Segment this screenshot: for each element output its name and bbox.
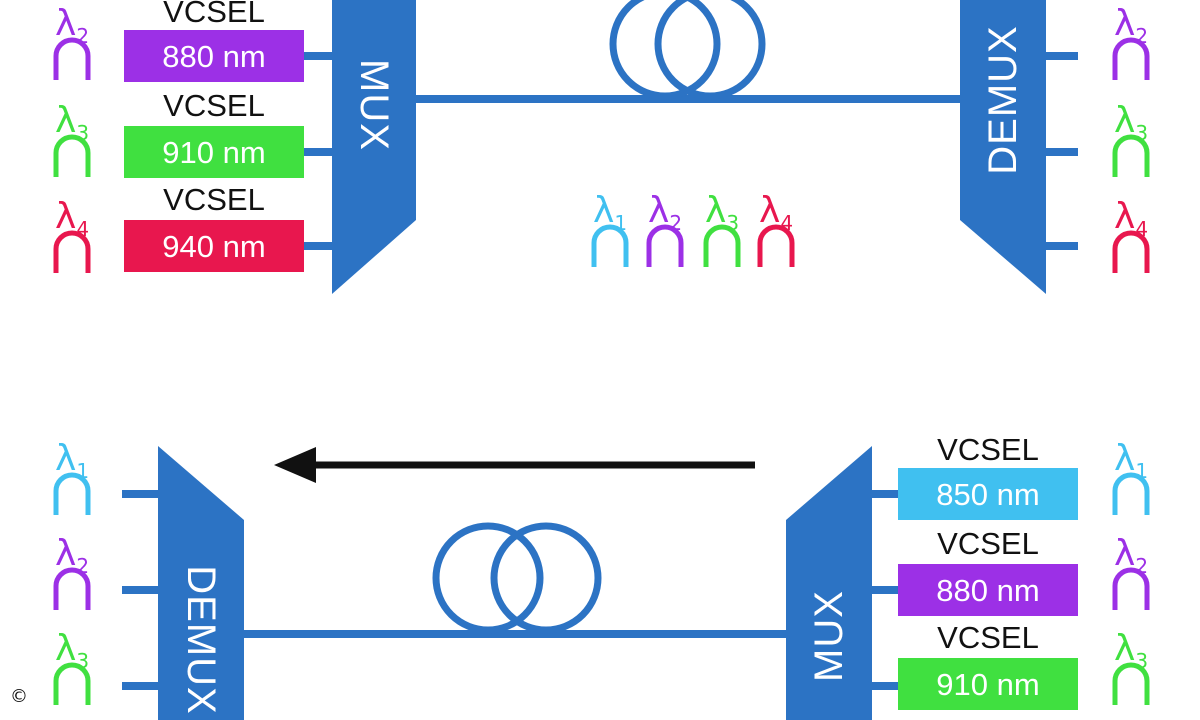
bottom-vcsel-2-box	[898, 564, 1078, 616]
bottom-right-ch3-lambda: λ3	[1114, 628, 1148, 673]
top-vcsel-3-box	[124, 126, 304, 178]
bottom-right-ch1-spectrum-icon	[1112, 472, 1150, 515]
top-right-ch3-spectrum-icon	[1112, 134, 1150, 177]
bottom-left-ch3-spectrum-icon	[53, 662, 91, 705]
top-right-ch3-lambda: λ3	[1114, 100, 1148, 145]
fiber-lines	[122, 52, 1078, 690]
bottom-demux	[158, 446, 244, 720]
top-vcsel-3-label: VCSEL	[163, 88, 265, 123]
top-fiber-coil-loop-b	[654, 0, 766, 100]
top-vcsel-3-wavelength: 910 nm	[162, 135, 265, 170]
top-demux-label: DEMUX	[981, 25, 1025, 174]
top-vcsel-4-box	[124, 220, 304, 272]
bottom-vcsel-3-wavelength: 910 nm	[936, 667, 1039, 702]
top-right-ch4-spectrum-icon	[1112, 230, 1150, 273]
bottom-mux	[786, 446, 872, 720]
bottom-right-ch2-spectrum-icon	[1112, 567, 1150, 610]
top-mixed-ch2-lambda: λ2	[648, 190, 682, 235]
top-mixed-ch2-spectrum-icon	[646, 224, 684, 267]
bottom-vcsel-1-box	[898, 468, 1078, 520]
bottom-vcsel-2-wavelength: 880 nm	[936, 573, 1039, 608]
bottom-vcsel-2-label: VCSEL	[937, 526, 1039, 561]
bottom-vcsel-1-label: VCSEL	[937, 432, 1039, 467]
top-right-ch4-lambda: λ4	[1114, 196, 1148, 241]
top-mixed-ch4-lambda: λ4	[759, 190, 793, 235]
top-vcsel-2-box	[124, 30, 304, 82]
top-mixed-ch3-spectrum-icon	[703, 224, 741, 267]
top-mux	[332, 0, 416, 294]
top-mixed-ch4-spectrum-icon	[757, 224, 795, 267]
top-right-ch2-lambda: λ2	[1114, 3, 1148, 48]
bottom-left-ch2-lambda: λ2	[55, 533, 89, 578]
bottom-left-ch3-lambda: λ3	[55, 628, 89, 673]
bottom-left-ch2-spectrum-icon	[53, 567, 91, 610]
bottom-vcsel-1-wavelength: 850 nm	[936, 477, 1039, 512]
bottom-mux-label: MUX	[807, 590, 851, 682]
top-left-ch4-spectrum-icon	[53, 230, 91, 273]
copyright-mark: ©	[10, 686, 28, 707]
bottom-right-ch3-spectrum-icon	[1112, 662, 1150, 705]
top-left-ch2-spectrum-icon	[53, 37, 91, 80]
top-vcsel-4-wavelength: 940 nm	[162, 229, 265, 264]
top-left-ch2-lambda: λ2	[55, 3, 89, 48]
bottom-vcsel-3-box	[898, 658, 1078, 710]
top-mux-label: MUX	[352, 59, 396, 151]
bottom-right-ch1-lambda: λ1	[1114, 438, 1148, 483]
top-vcsel-2-wavelength: 880 nm	[162, 39, 265, 74]
top-left-ch3-lambda: λ3	[55, 100, 89, 145]
bottom-left-ch1-lambda: λ1	[55, 438, 89, 483]
top-left-ch4-lambda: λ4	[55, 196, 89, 241]
top-demux	[960, 0, 1046, 294]
diagram-shapes	[53, 0, 1150, 720]
top-mixed-ch1-spectrum-icon	[591, 224, 629, 267]
bottom-demux-label: DEMUX	[179, 565, 223, 714]
bottom-right-ch2-lambda: λ2	[1114, 533, 1148, 578]
top-left-ch3-spectrum-icon	[53, 134, 91, 177]
bottom-left-ch1-spectrum-icon	[53, 472, 91, 515]
top-vcsel-4-label: VCSEL	[163, 182, 265, 217]
top-mixed-ch1-lambda: λ1	[593, 190, 627, 235]
top-fiber-coil-loop-a	[609, 0, 721, 100]
bottom-fiber-coil-loop-a	[432, 522, 544, 634]
top-mixed-ch3-lambda: λ3	[705, 190, 739, 235]
bottom-fiber-coil-loop-b	[490, 522, 602, 634]
top-vcsel-2-label: VCSEL	[163, 0, 265, 29]
bottom-vcsel-3-label: VCSEL	[937, 620, 1039, 655]
top-right-ch2-spectrum-icon	[1112, 37, 1150, 80]
direction-arrow-head	[274, 447, 316, 483]
